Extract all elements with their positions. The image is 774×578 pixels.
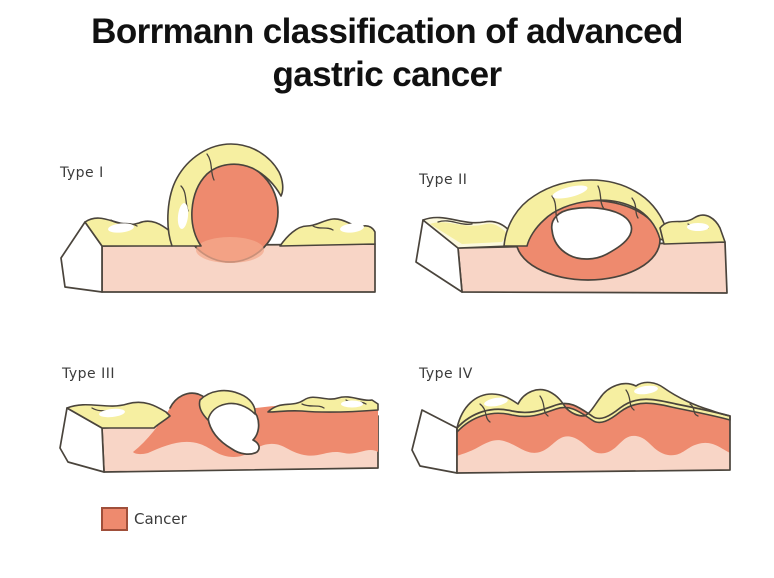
mucosa-highlight: [341, 400, 363, 408]
mucosa-fold: [539, 395, 549, 417]
mucosa-fold: [689, 403, 699, 417]
mucosa-highlight: [177, 203, 189, 229]
type-1-drawing: [60, 143, 376, 293]
title-line-2: gastric cancer: [272, 55, 503, 95]
mucosa-highlight: [99, 408, 125, 418]
mucosa-fold: [437, 220, 473, 225]
block-side-face: [411, 409, 458, 474]
slide-title: Borrmann classification of advanced gast…: [0, 10, 774, 97]
mucosa-fold: [301, 403, 325, 409]
legend-cancer-swatch: [101, 507, 128, 531]
mucosa-fold: [312, 225, 334, 231]
mucosa-fold: [551, 195, 559, 223]
mucosa-highlight: [340, 223, 364, 233]
type-3-drawing: [59, 389, 379, 473]
mucosa-fold: [206, 153, 215, 181]
legend-cancer-label: Cancer: [134, 510, 187, 528]
type-3-illustration: [52, 358, 392, 493]
type-4-illustration: [400, 358, 740, 493]
panel-label-type-2: Type II: [419, 172, 468, 188]
mucosa-fold: [479, 403, 491, 423]
mucosa-collar: [167, 143, 284, 247]
ulcer-floor: [550, 206, 633, 260]
panel-label-type-3: Type III: [62, 366, 115, 382]
block-front-outline: [456, 398, 731, 474]
type-2-drawing: [415, 179, 728, 294]
mucosa-highlight: [484, 397, 508, 407]
type-1-illustration: [55, 138, 390, 303]
mucosa-highlight: [634, 385, 658, 395]
mucosa-layer: [456, 381, 731, 433]
mucosa-right-band: [279, 218, 376, 247]
mucosa-left-streak: [430, 222, 508, 244]
panel-label-type-4: Type IV: [419, 366, 473, 382]
mucosa-fold: [597, 185, 605, 210]
panel-label-type-1: Type I: [60, 165, 104, 181]
type-2-illustration: [402, 162, 742, 312]
mucosa-tongue: [198, 389, 256, 421]
title-line-1: Borrmann classification of advanced: [91, 12, 683, 51]
type-4-drawing: [411, 381, 731, 474]
legend: Cancer: [101, 507, 187, 531]
tumor-base-fade: [196, 237, 264, 263]
mucosa-fold: [631, 197, 639, 219]
normal-tissue-remnant: [457, 435, 730, 473]
mucosa-highlight: [552, 185, 588, 199]
mucosa-highlight: [108, 223, 134, 233]
mucosa-highlight: [687, 223, 709, 231]
